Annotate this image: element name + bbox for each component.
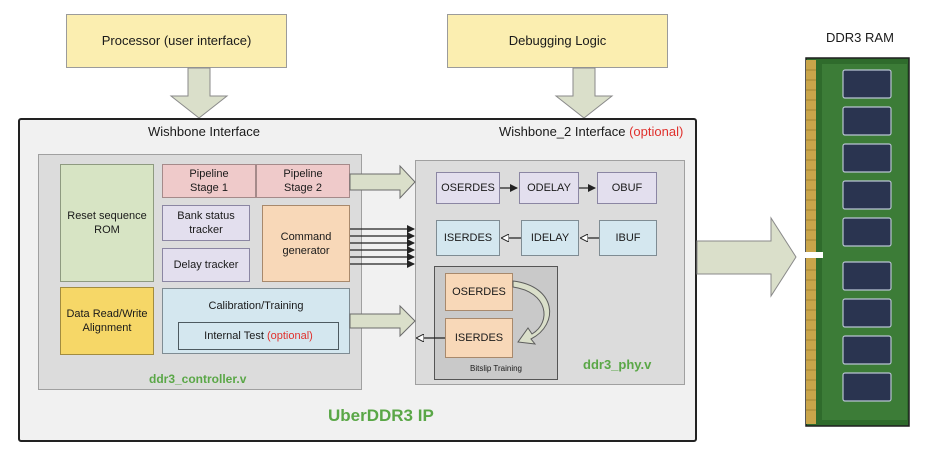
bank-status-tracker-label: Bank status tracker [177, 210, 235, 236]
bitslip-training-label: Bitslip Training [469, 364, 523, 373]
phy-iserdes-box: ISERDES [436, 220, 500, 256]
internal-test-box: Internal Test (optional) [178, 322, 339, 350]
ddr3-ram-title: DDR3 RAM [826, 30, 894, 45]
bitslip-iserdes-label: ISERDES [454, 332, 504, 344]
phy-idelay-box: IDELAY [521, 220, 579, 256]
processor-label: Processor (user interface) [101, 33, 252, 48]
debugging-logic-label: Debugging Logic [508, 33, 607, 48]
processor-box: Processor (user interface) [66, 14, 287, 68]
ddr3-phy-file-label: ddr3_phy.v [583, 357, 652, 372]
bank-status-tracker-box: Bank status tracker [162, 205, 250, 241]
ip-to-ram-arrow [696, 216, 797, 298]
calibration-training-label: Calibration/Training [208, 300, 304, 312]
reset-sequence-rom-box: Reset sequence ROM [60, 164, 154, 282]
wishbone2-text: Wishbone_2 Interface [499, 124, 626, 139]
debugging-down-arrow [554, 67, 614, 119]
pipeline-to-phy-arrow [349, 164, 416, 200]
ram-notch [801, 252, 823, 258]
bitslip-iserdes-box: ISERDES [445, 318, 513, 358]
pipeline-stage1-box: Pipeline Stage 1 [162, 164, 256, 198]
phy-iserdes-label: ISERDES [443, 232, 493, 244]
phy-idelay-label: IDELAY [530, 232, 570, 244]
wishbone-interface-label: Wishbone Interface [148, 124, 261, 139]
reset-sequence-rom-label: Reset sequence ROM [67, 210, 147, 236]
ram-contact-lines [806, 69, 816, 411]
phy-obuf-box: OBUF [597, 172, 657, 204]
wishbone2-optional-text: (optional) [629, 124, 684, 139]
command-generator-label: Command generator [280, 230, 332, 257]
command-generator-box: Command generator [262, 205, 350, 282]
pipeline-stage1-label: Pipeline Stage 1 [189, 168, 229, 194]
bitslip-curved-arrow [512, 280, 551, 345]
phy-oserdes-label: OSERDES [441, 182, 495, 194]
phy-ibuf-box: IBUF [599, 220, 657, 256]
processor-down-arrow [169, 67, 229, 119]
phy-odelay-label: ODELAY [527, 182, 571, 194]
internal-test-optional: (optional) [266, 330, 313, 342]
phy-odelay-box: ODELAY [519, 172, 579, 204]
ram-chips [842, 69, 892, 402]
phy-obuf-label: OBUF [611, 182, 643, 194]
ddr3-controller-file-label: ddr3_controller.v [149, 372, 247, 386]
delay-tracker-label: Delay tracker [173, 259, 239, 271]
pipeline-stage2-box: Pipeline Stage 2 [256, 164, 350, 198]
internal-test-label: Internal Test [204, 330, 264, 342]
phy-oserdes-box: OSERDES [436, 172, 500, 204]
ram-gold-contacts [806, 60, 816, 424]
wishbone2-interface-label: Wishbone_2 Interface (optional) [499, 124, 683, 139]
delay-tracker-box: Delay tracker [162, 248, 250, 282]
data-read-write-box: Data Read/Write Alignment [60, 287, 154, 355]
bitslip-oserdes-box: OSERDES [445, 273, 513, 311]
debugging-logic-box: Debugging Logic [447, 14, 668, 68]
data-read-write-label: Data Read/Write Alignment [66, 308, 148, 334]
bitslip-oserdes-label: OSERDES [452, 286, 506, 298]
phy-ibuf-label: IBUF [615, 232, 641, 244]
calibration-to-phy-arrow [349, 304, 416, 338]
pipeline-stage2-label: Pipeline Stage 2 [283, 168, 323, 194]
uberddr3-ip-title: UberDDR3 IP [328, 406, 434, 425]
